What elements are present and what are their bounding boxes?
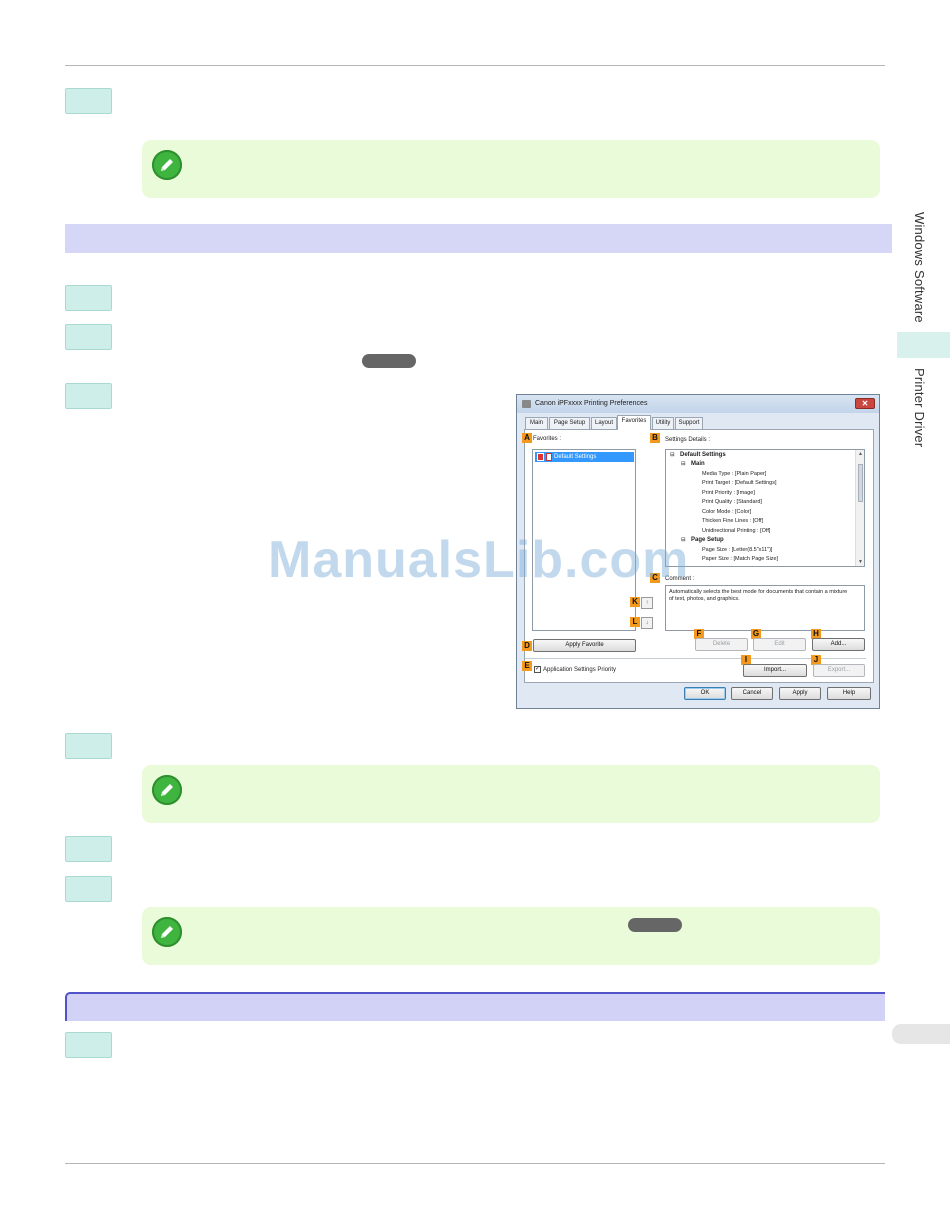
settings-details-tree[interactable]: ⊟ Default Settings ⊟ Main Media Type : […	[665, 449, 865, 567]
comment-text: Automatically selects the best mode for …	[669, 589, 848, 602]
step-box	[65, 836, 112, 862]
add-button[interactable]: Add...	[812, 638, 865, 651]
tab-main[interactable]: Main	[525, 417, 548, 429]
note-pencil-icon	[152, 917, 182, 947]
note-box	[142, 140, 880, 198]
header-rule	[65, 65, 885, 66]
side-tab-printer-driver[interactable]: Printer Driver	[912, 368, 927, 448]
tree-toggle-icon[interactable]: ⊟	[681, 537, 686, 543]
tree-node-page-setup: Page Setup	[691, 537, 724, 543]
favorites-item-label: Default Settings	[554, 454, 597, 460]
callout-k-badge: K	[630, 597, 640, 607]
help-button[interactable]: Help	[827, 687, 871, 700]
step-box	[65, 88, 112, 114]
section-heading-bar	[65, 992, 885, 1021]
tree-toggle-icon[interactable]: ⊟	[681, 461, 686, 467]
reference-link-pill[interactable]	[628, 918, 682, 932]
note-box	[142, 765, 880, 823]
callout-j-badge: J	[811, 655, 821, 665]
callout-e-badge: E	[522, 661, 532, 671]
tree-item: Media Type : [Plain Paper]	[702, 471, 767, 477]
side-tab-active-marker	[897, 332, 950, 358]
move-up-icon[interactable]: ↑	[641, 597, 653, 609]
callout-g-badge: G	[751, 629, 761, 639]
comment-label: Comment :	[665, 576, 695, 582]
favorites-list-item[interactable]: Default Settings	[535, 452, 634, 462]
application-settings-priority-label: Application Settings Priority	[543, 667, 617, 673]
tree-node-main: Main	[691, 461, 705, 467]
callout-a-badge: A	[522, 433, 532, 443]
settings-details-label: Settings Details :	[665, 437, 711, 443]
apply-button[interactable]: Apply	[779, 687, 821, 700]
dialog-title: Canon iPFxxxx Printing Preferences	[535, 400, 648, 407]
dialog-divider	[525, 658, 866, 659]
printing-preferences-dialog: Canon iPFxxxx Printing Preferences ✕ Mai…	[516, 394, 880, 709]
tab-utility[interactable]: Utility	[652, 417, 674, 429]
tab-page-setup[interactable]: Page Setup	[549, 417, 590, 429]
reference-link-pill[interactable]	[362, 354, 416, 368]
printer-icon	[522, 400, 531, 408]
tab-support[interactable]: Support	[675, 417, 703, 429]
callout-i-badge: I	[741, 655, 751, 665]
tree-item: Color Mode : [Color]	[702, 509, 752, 515]
step-box	[65, 733, 112, 759]
tree-item: Thicken Fine Lines : [Off]	[702, 518, 764, 524]
comment-box: Automatically selects the best mode for …	[665, 585, 865, 631]
tab-layout[interactable]: Layout	[591, 417, 617, 429]
tree-item: Unidirectional Printing : [Off]	[702, 528, 771, 534]
close-button[interactable]: ✕	[855, 398, 875, 409]
step-box	[65, 1032, 112, 1058]
scroll-thumb[interactable]	[858, 464, 863, 502]
tree-item: Print Priority : [Image]	[702, 490, 755, 496]
callout-c-badge: C	[650, 573, 660, 583]
note-pencil-icon	[152, 775, 182, 805]
favorites-label: Favorites :	[533, 436, 562, 442]
apply-favorite-button[interactable]: Apply Favorite	[533, 639, 636, 652]
step-box	[65, 324, 112, 350]
dialog-title-bar: Canon iPFxxxx Printing Preferences ✕	[517, 395, 879, 413]
ok-button[interactable]: OK	[684, 687, 726, 700]
callout-l-badge: L	[630, 617, 640, 627]
edit-button[interactable]: Edit	[753, 638, 806, 651]
step-box	[65, 383, 112, 409]
callout-f-badge: F	[694, 629, 704, 639]
export-button[interactable]: Export...	[813, 664, 865, 677]
side-tab-windows-software[interactable]: Windows Software	[912, 212, 927, 323]
application-settings-priority-checkbox[interactable]: ✓	[534, 666, 541, 673]
note-pencil-icon	[152, 150, 182, 180]
callout-h-badge: H	[811, 629, 821, 639]
cancel-button[interactable]: Cancel	[731, 687, 773, 700]
tree-item: Paper Size : [Match Page Size]	[702, 556, 779, 562]
favorite-settings-icon	[537, 453, 544, 461]
section-heading-bar	[65, 224, 892, 253]
tree-root: Default Settings	[680, 452, 726, 458]
step-box	[65, 876, 112, 902]
import-button[interactable]: Import...	[743, 664, 807, 677]
footer-rule	[65, 1163, 885, 1164]
move-down-icon[interactable]: ↓	[641, 617, 653, 629]
step-box	[65, 285, 112, 311]
favorites-list[interactable]: Default Settings	[532, 449, 636, 631]
callout-b-badge: B	[650, 433, 660, 443]
watermark: ManualsLib.com	[268, 531, 690, 589]
tree-item: Page Size : [Letter(8.5"x11")]	[702, 547, 773, 553]
tree-item: Print Target : [Default Settings]	[702, 480, 777, 486]
scroll-up-icon[interactable]: ▲	[858, 451, 863, 457]
favorite-document-icon	[546, 453, 552, 461]
tree-item: Print Quality : [Standard]	[702, 499, 762, 505]
tab-favorites[interactable]: Favorites	[617, 415, 651, 430]
callout-d-badge: D	[522, 641, 532, 651]
note-box	[142, 907, 880, 965]
tree-toggle-icon[interactable]: ⊟	[670, 452, 675, 458]
settings-scrollbar[interactable]: ▲ ▼	[855, 450, 864, 566]
side-page-tab	[892, 1024, 950, 1044]
delete-button[interactable]: Delete	[695, 638, 748, 651]
scroll-down-icon[interactable]: ▼	[858, 559, 863, 565]
